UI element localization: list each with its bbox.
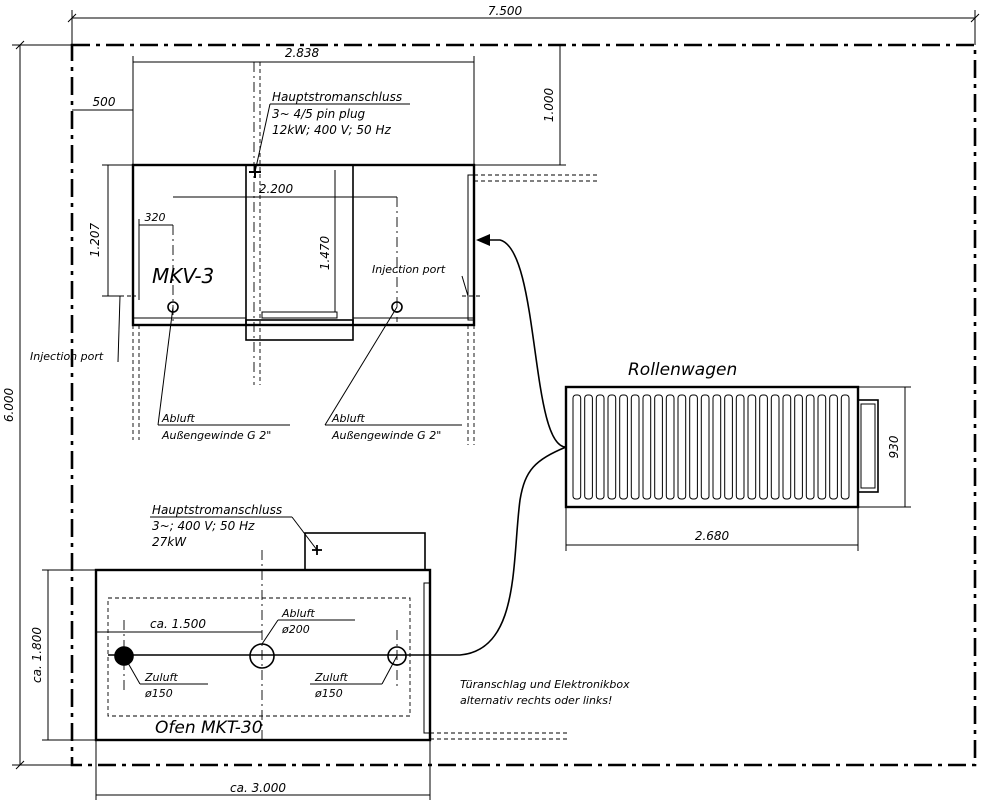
oven-intake-left-title: Zuluft <box>144 671 178 684</box>
mkv-width-label: 2.838 <box>285 46 320 60</box>
cart-roller <box>689 394 698 500</box>
cart-roller <box>572 394 582 500</box>
oven-power-line2: 27kW <box>152 535 187 549</box>
cart-roller <box>630 394 640 500</box>
oven-intake-left-note: Zuluft ø150 <box>123 655 208 700</box>
cart-rollers <box>572 394 850 500</box>
room-width-label: 7.500 <box>488 4 523 18</box>
mkv-port-spacing-label: 2.200 <box>259 182 294 196</box>
oven-intake-right-title: Zuluft <box>314 671 348 684</box>
door-note-line2: alternativ rechts oder links! <box>460 694 612 707</box>
mkv-exhaust-right-detail: Außengewinde G 2" <box>331 429 441 442</box>
mkv-power-line1: 3~ 4/5 pin plug <box>272 107 366 121</box>
mkv-exhaust-right-title: Abluft <box>331 412 365 425</box>
mkv-exhaust-left-detail: Außengewinde G 2" <box>161 429 271 442</box>
cart-width-dimension: 930 <box>858 386 911 508</box>
cart-length-dimension: 2.680 <box>565 507 859 551</box>
mkv-wall-offset-label: 500 <box>93 95 116 109</box>
mkv-injection-port-left: Injection port <box>30 350 104 363</box>
cart-roller <box>817 394 827 500</box>
oven-exhaust-offset-dimension: ca. 1.500 <box>96 617 262 633</box>
cart-roller <box>794 394 803 500</box>
oven-machine: Ofen MKT-30 <box>94 532 570 742</box>
mkv-inner-depth-dimension: 1.470 <box>318 170 336 312</box>
oven-exhaust-note: Abluft ø200 <box>261 607 355 645</box>
mkv-wall-offset-dimension: 500 <box>72 95 133 111</box>
cart-roller <box>619 394 628 500</box>
cart-width-label: 930 <box>887 435 901 458</box>
cart-roller <box>829 394 838 500</box>
routing-lines <box>108 234 567 656</box>
mkv-clearance-label: 1.000 <box>542 87 556 122</box>
cart-roller <box>840 394 850 500</box>
room-depth-label: 6.000 <box>2 387 16 422</box>
oven-intake-left-size: ø150 <box>144 687 173 700</box>
door-note-line1: Türanschlag und Elektronikbox <box>460 678 630 691</box>
oven-intake-right-note: Zuluft ø150 <box>310 655 398 700</box>
cart-roller <box>595 394 605 500</box>
oven-exhaust-offset-label: ca. 1.500 <box>150 617 206 631</box>
oven-depth-dimension: ca. 1.800 <box>30 569 96 741</box>
mkv-machine: MKV-3 <box>120 62 600 445</box>
mkv-exhaust-right-note: Abluft Außengewinde G 2" <box>324 306 462 442</box>
mkv-injection-port-right: Injection port <box>372 263 446 276</box>
cart-roller <box>677 394 687 500</box>
cart-roller <box>584 394 593 500</box>
oven-power-note: Hauptstromanschluss 3~; 400 V; 50 Hz 27k… <box>150 503 318 551</box>
roller-cart: Rollenwagen <box>564 360 879 509</box>
oven-width-dimension: ca. 3.000 <box>95 740 431 800</box>
cart-roller <box>654 394 663 500</box>
room-boundary <box>70 43 977 767</box>
mkv-depth-dimension: 1.207 <box>88 164 133 297</box>
oven-exhaust-size: ø200 <box>281 623 310 636</box>
cart-roller <box>607 394 617 500</box>
cart-roller <box>770 394 780 500</box>
mkv-port-offset-dimension: 320 <box>138 211 173 300</box>
mkv-power-title: Hauptstromanschluss <box>272 90 402 104</box>
oven-width-label: ca. 3.000 <box>230 781 286 795</box>
mkv-title: MKV-3 <box>152 264 214 288</box>
oven-intake-right-size: ø150 <box>314 687 343 700</box>
cart-roller <box>747 394 757 500</box>
mkv-port-offset-label: 320 <box>145 211 166 224</box>
cart-roller <box>805 394 815 500</box>
oven-exhaust-title: Abluft <box>281 607 315 620</box>
mkv-clearance-dimension: 1.000 <box>474 45 566 166</box>
cart-roller <box>759 394 768 500</box>
mkv-injection-port-right-note: Injection port <box>372 263 469 297</box>
cart-length-label: 2.680 <box>695 529 730 543</box>
cart-roller <box>700 394 710 500</box>
mkv-port-spacing-dimension: 2.200 <box>173 182 397 198</box>
cart-roller <box>642 394 652 500</box>
mkv-width-dimension: 2.838 <box>132 46 475 165</box>
cart-roller <box>735 394 745 500</box>
mkv-depth-label: 1.207 <box>88 222 102 257</box>
cart-roller <box>782 394 792 500</box>
cart-roller <box>724 394 733 500</box>
mkv-exhaust-left-note: Abluft Außengewinde G 2" <box>157 306 290 442</box>
mkv-inner-depth-label: 1.470 <box>318 235 332 270</box>
room-width-dimension: 7.500 <box>67 4 980 45</box>
oven-title: Ofen MKT-30 <box>155 718 263 738</box>
room-depth-dimension: 6.000 <box>2 40 72 770</box>
cart-roller <box>712 394 722 500</box>
door-note: Türanschlag und Elektronikbox alternativ… <box>460 678 630 707</box>
oven-depth-label: ca. 1.800 <box>30 627 44 683</box>
mkv-power-line2: 12kW; 400 V; 50 Hz <box>272 123 392 137</box>
mkv-injection-port-left-note: Injection port <box>30 295 121 363</box>
oven-power-title: Hauptstromanschluss <box>152 503 282 517</box>
oven-power-line1: 3~; 400 V; 50 Hz <box>152 519 255 533</box>
mkv-power-note: Hauptstromanschluss 3~ 4/5 pin plug 12kW… <box>254 90 410 173</box>
mkv-exhaust-left-title: Abluft <box>161 412 195 425</box>
cart-roller <box>665 394 675 500</box>
cart-title: Rollenwagen <box>628 360 737 380</box>
